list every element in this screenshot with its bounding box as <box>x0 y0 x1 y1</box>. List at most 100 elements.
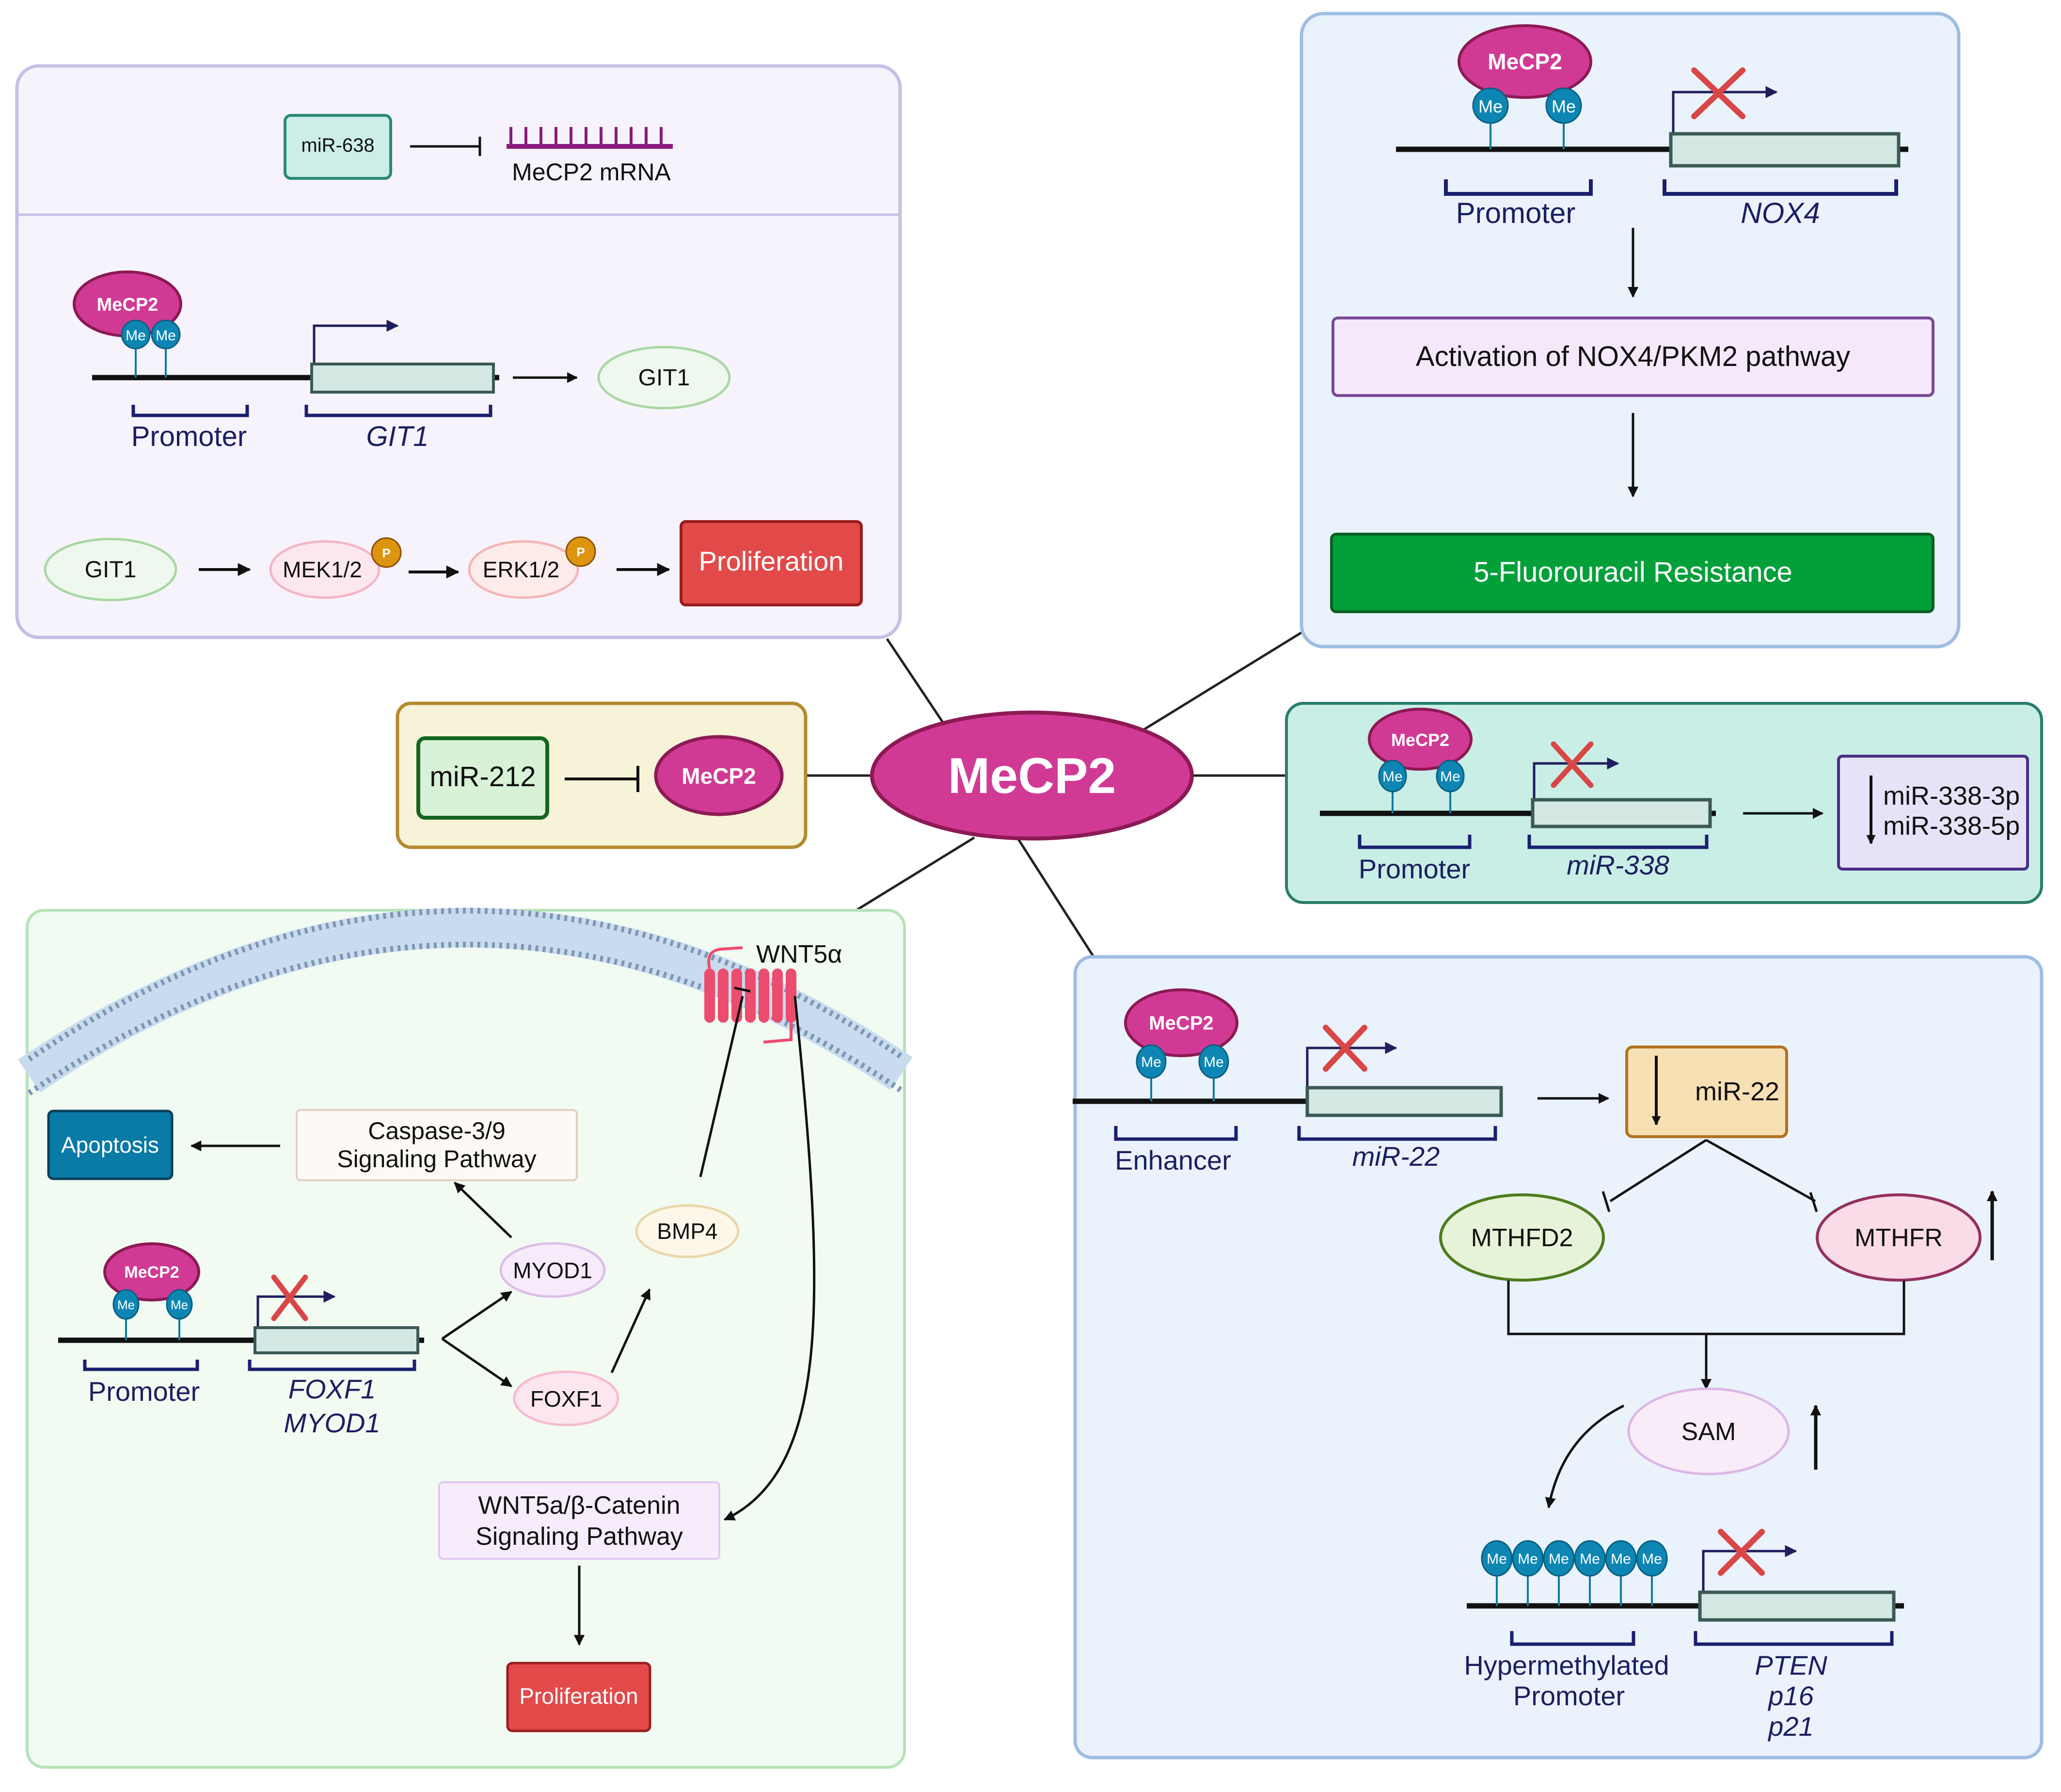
enhancer-bracket <box>1114 1126 1238 1141</box>
curved-arrow <box>723 996 816 1521</box>
inhibition-line <box>1609 1139 1707 1203</box>
gene-bracket <box>1663 179 1898 196</box>
mek12-label: MEK1/2 <box>283 557 362 582</box>
erk12-node <box>468 540 579 599</box>
blocked-cross-icon <box>1551 741 1594 788</box>
bmp4-label: BMP4 <box>657 1219 717 1244</box>
bmp4-node <box>635 1204 740 1258</box>
mecp2-target <box>654 735 784 816</box>
wnt-catenin-pathway-label-2: Signaling Pathway <box>476 1522 683 1551</box>
gene-bracket <box>1297 1126 1497 1141</box>
gene-label: miR-22 <box>1352 1141 1440 1172</box>
arrow <box>454 1182 512 1238</box>
myod1-label: MYOD1 <box>513 1258 592 1283</box>
mir212-label: miR-212 <box>429 761 536 793</box>
methyl-label: Me <box>1382 769 1403 785</box>
git1-protein <box>597 346 731 410</box>
mecp2-protein-label: MeCP2 <box>1149 1013 1213 1034</box>
mir338-5p-label: miR-338-5p <box>1883 811 2020 840</box>
promoter-bracket <box>83 1360 199 1371</box>
myod1-node <box>499 1242 606 1298</box>
methyl-label: Me <box>126 328 146 344</box>
caspase-pathway-label-1: Caspase-3/9 <box>368 1117 506 1144</box>
mir22-box <box>1625 1046 1788 1138</box>
gene-bracket <box>248 1360 416 1371</box>
mecp2-hub <box>870 711 1194 840</box>
gene-body <box>310 363 495 394</box>
mir638-box <box>284 114 392 180</box>
panel-mir338: MeCP2 Me Me Promoter miR-338 miR-338-3p … <box>1285 702 2043 904</box>
methyl-group-icon <box>1543 1540 1575 1577</box>
apoptosis-label: Apoptosis <box>61 1132 159 1158</box>
promoter-bracket <box>131 405 249 417</box>
gene-label: NOX4 <box>1741 197 1820 229</box>
methyl-label: Me <box>1440 769 1460 785</box>
fu-resistance-box <box>1330 533 1934 613</box>
mecp2-target-label: MeCP2 <box>682 763 756 789</box>
connector-to-git1-panel <box>886 638 944 723</box>
methyl-group-icon <box>121 319 151 349</box>
gene-bracket <box>304 405 492 417</box>
methyl-group-icon <box>1574 1540 1606 1577</box>
methyl-label: Me <box>1580 1551 1600 1567</box>
tss-arrow-icon <box>1306 1042 1397 1087</box>
methyl-group-icon <box>1378 760 1407 793</box>
wnt-catenin-pathway-label-1: WNT5a/β-Catenin <box>478 1491 680 1520</box>
methyl-group-icon <box>112 1289 140 1320</box>
proliferation-box <box>680 520 863 606</box>
panel-nox4: MeCP2 Me Me Promoter NOX4 Activation of … <box>1300 12 1961 649</box>
mthfr-node <box>1816 1193 1982 1282</box>
tss-arrow-icon <box>313 319 399 364</box>
proliferation-label: Proliferation <box>519 1683 638 1709</box>
methyl-group-cluster: Me Me Me Me Me Me <box>1481 1540 1668 1606</box>
mir638-label: miR-638 <box>301 135 374 156</box>
gene-label: miR-338 <box>1567 850 1669 880</box>
mrna-icon <box>507 127 673 149</box>
phospho-icon <box>371 537 402 568</box>
mecp2-protein <box>1124 988 1238 1057</box>
caspase-pathway-box <box>296 1109 578 1181</box>
gene-label-p21: p21 <box>1767 1711 1813 1742</box>
erk12-label: ERK1/2 <box>483 557 560 582</box>
enhancer-label: Enhancer <box>1115 1145 1231 1175</box>
arrow <box>441 1337 512 1388</box>
methyl-label: Me <box>1552 96 1576 116</box>
methyl-label: Me <box>1518 1551 1538 1567</box>
inhibition-line <box>1705 1139 1816 1203</box>
mir338-outcome-box <box>1837 755 2029 871</box>
blocked-cross-icon <box>271 1274 308 1321</box>
mecp2-protein-label: MeCP2 <box>1488 49 1562 74</box>
mthfr-label: MTHFR <box>1855 1224 1943 1252</box>
caspase-pathway-label-2: Signaling Pathway <box>337 1145 536 1173</box>
methyl-label: Me <box>1478 96 1503 116</box>
nox4-pkm2-pathway-label: Activation of NOX4/PKM2 pathway <box>1416 341 1850 372</box>
panel-foxf1-myod1: WNT5α Apoptosis Caspase-3/9 Signaling Pa… <box>18 907 913 1769</box>
methyl-label: Me <box>1611 1551 1631 1567</box>
gene-label-pten: PTEN <box>1755 1650 1827 1681</box>
mecp2-protein-label: MeCP2 <box>124 1263 179 1282</box>
arrow <box>610 1288 651 1374</box>
fu-resistance-label: 5-Fluorouracil Resistance <box>1474 556 1792 588</box>
mir212-box <box>416 736 549 820</box>
curved-arrow <box>1545 1404 1625 1509</box>
foxf1-label: FOXF1 <box>530 1386 602 1411</box>
promoter-label: Promoter <box>131 421 247 452</box>
nox4-pkm2-pathway-box <box>1332 317 1934 397</box>
methyl-group-icon <box>151 319 181 349</box>
promoter-label: Promoter <box>1456 197 1576 229</box>
methyl-label: Me <box>1642 1551 1662 1567</box>
panel-mir212: miR-212 MeCP2 <box>396 701 808 849</box>
mecp2-protein <box>1368 708 1473 771</box>
gene-bracket <box>1527 835 1709 849</box>
methyl-label: Me <box>1141 1054 1161 1070</box>
proliferation-box <box>506 1662 651 1732</box>
inhibition-bar <box>1601 1191 1611 1212</box>
foxf1-node <box>513 1370 619 1427</box>
hyper-promoter-label-2: Promoter <box>1513 1681 1625 1711</box>
mecp2-protein-label: MeCP2 <box>1391 730 1449 750</box>
arrow <box>441 1290 512 1340</box>
promoter-bracket <box>1444 179 1593 196</box>
mek12-node <box>269 540 380 599</box>
mecp2-protein-label: MeCP2 <box>97 295 159 315</box>
